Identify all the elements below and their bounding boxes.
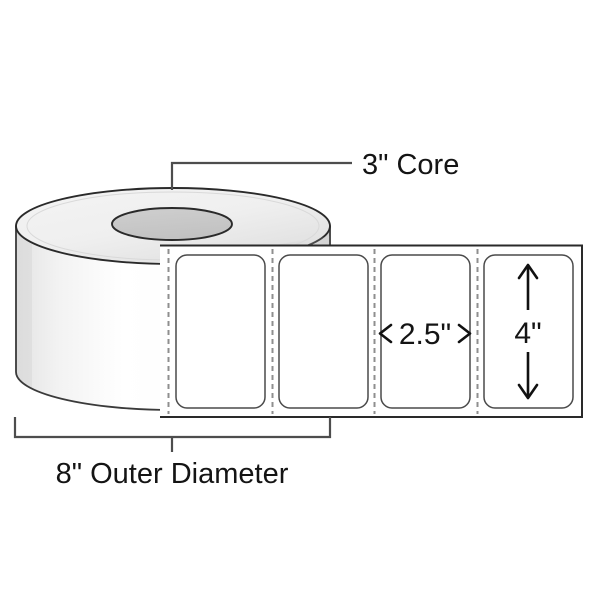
- roll-core-hole: [111, 207, 233, 241]
- label-width-dimension: 2.5": [378, 318, 472, 351]
- label-strip: [160, 244, 583, 418]
- arrow-down-icon: [517, 383, 539, 400]
- label-height-dimension-label: 4": [514, 317, 541, 350]
- arrow-right-icon: [457, 323, 472, 344]
- outer-diameter-dimension-label: 8" Outer Diameter: [56, 458, 289, 490]
- label-item: [483, 254, 574, 409]
- arrow-left-icon: [378, 323, 393, 344]
- core-dimension-label: 3" Core: [362, 149, 459, 181]
- outer-diameter-bracket: [13, 417, 332, 439]
- label-item: [278, 254, 369, 409]
- arrow-up-icon: [517, 263, 539, 280]
- core-leader-line: [170, 161, 352, 190]
- outer-diameter-callout: 8" Outer Diameter: [13, 417, 332, 490]
- label-width-dimension-label: 2.5": [399, 318, 451, 351]
- label-item: [175, 254, 266, 409]
- label-height-dimension: 4": [514, 263, 542, 400]
- perforation-lines: [167, 249, 479, 414]
- core-callout: 3" Core: [170, 149, 459, 190]
